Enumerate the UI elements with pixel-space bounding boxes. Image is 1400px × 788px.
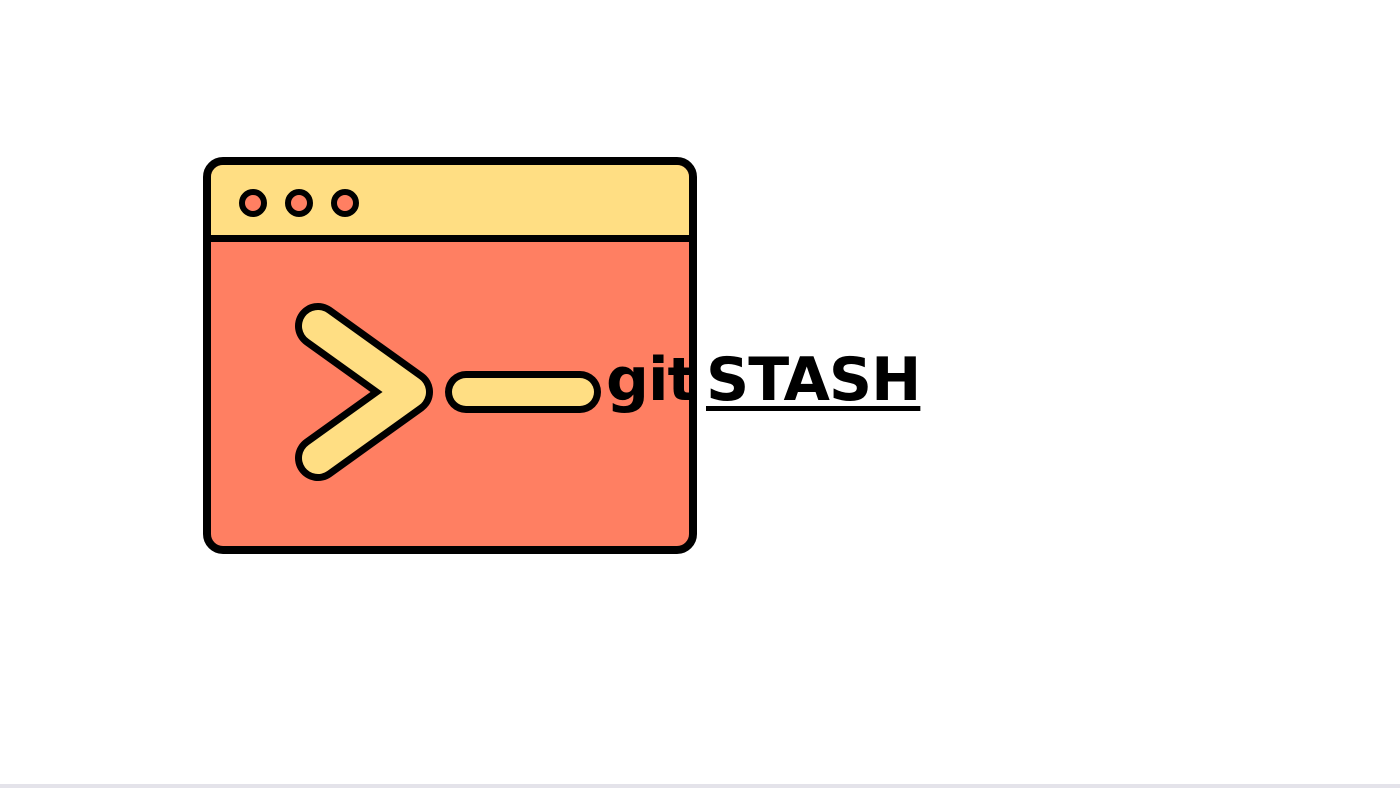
window-dot-icon — [239, 189, 267, 217]
title-main: STASH — [706, 345, 921, 415]
terminal-window-icon — [203, 157, 697, 554]
window-dot-icon — [331, 189, 359, 217]
window-titlebar — [211, 165, 689, 242]
title-prefix: git — [606, 345, 696, 415]
window-dot-icon — [285, 189, 313, 217]
bottom-divider — [0, 784, 1400, 788]
